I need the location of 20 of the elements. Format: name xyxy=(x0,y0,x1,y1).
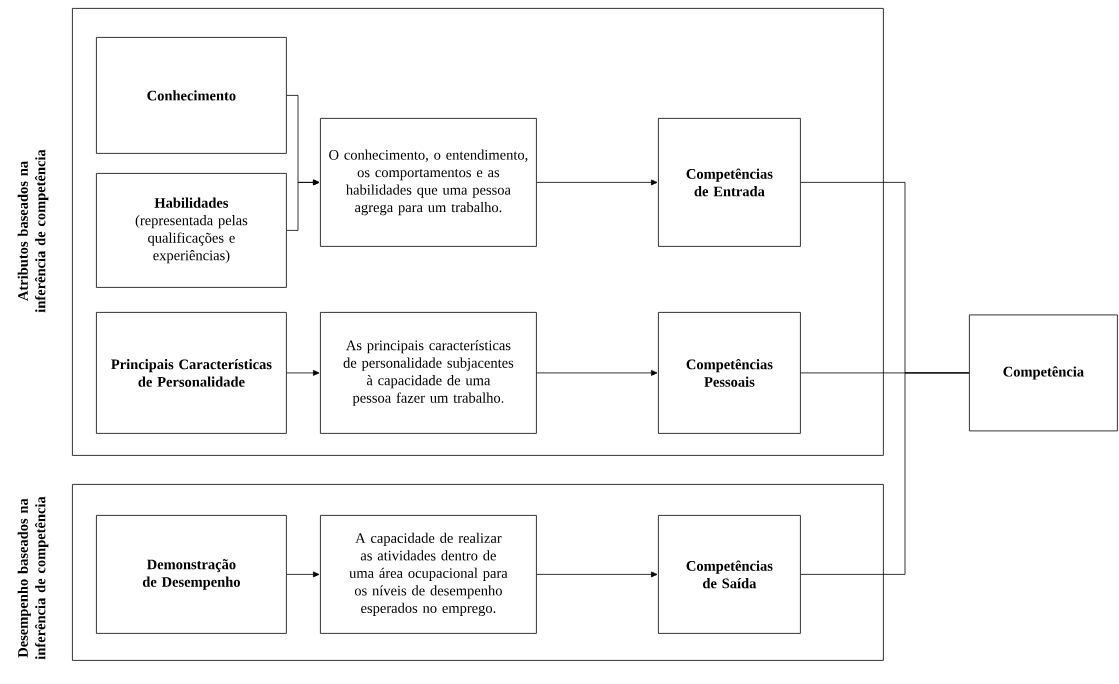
connector xyxy=(800,372,970,575)
group-label: Atributos baseados na inferência de competência xyxy=(17,149,49,313)
process-box: Competências de Saída xyxy=(658,515,801,634)
connector xyxy=(286,571,320,578)
connector xyxy=(536,571,658,578)
process-box: Demonstração de Desempenho xyxy=(96,515,287,634)
description-box: A capacidade de realizar as atividades dentro de uma área ocupacional para os níveis de desempenho esperados no emprego. xyxy=(320,515,537,634)
connector xyxy=(286,179,320,231)
connector xyxy=(536,179,658,186)
result-box: Competência xyxy=(969,314,1118,432)
connector xyxy=(286,370,320,376)
process-box: Habilidades (representada pelas qualificações e experiências) xyxy=(96,173,287,288)
description-box: As principais características de personalidade subjacentes à capacidade de uma pessoa fazer um trabalho. xyxy=(320,312,537,434)
process-box: Conhecimento xyxy=(96,37,287,154)
process-box: Principais Características de Personalidade xyxy=(96,312,287,434)
process-box: Competências de Entrada xyxy=(658,118,801,247)
description-box: O conhecimento, o entendimento, os comportamentos e as habilidades que uma pessoa agrega para um trabalho. xyxy=(320,118,537,247)
group-label: Desempenho baseados na inferência de competência xyxy=(17,496,49,660)
process-box: Competências Pessoais xyxy=(658,312,801,434)
connector xyxy=(536,370,658,376)
